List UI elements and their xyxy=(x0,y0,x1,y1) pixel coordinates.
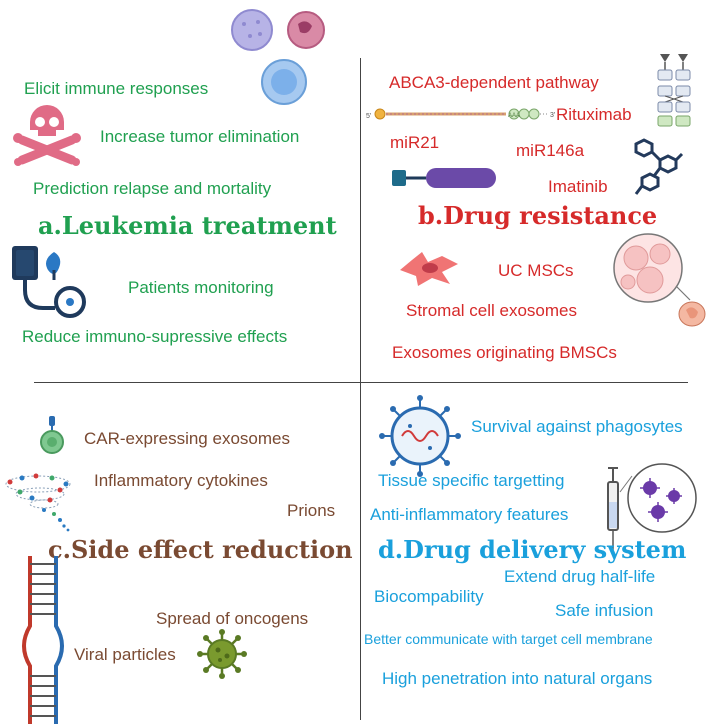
item-mir146a: miR146a xyxy=(516,141,585,160)
item-extend-half-life: Extend drug half-life xyxy=(504,567,656,586)
item-viral-particles: Viral particles xyxy=(74,645,176,664)
item-spread-oncogens: Spread of oncogens xyxy=(156,609,309,628)
item-high-penetration: High penetration into natural organs xyxy=(382,669,653,688)
skull-crossbones-icon xyxy=(13,105,81,166)
quadrant-b-title: b.Drug resistance xyxy=(418,201,658,230)
item-reduce-immuno: Reduce immuno-supressive effects xyxy=(22,327,288,346)
item-anti-inflammatory: Anti-inflammatory features xyxy=(370,505,569,524)
item-rituximab: Rituximab xyxy=(556,105,632,124)
item-prediction-relapse: Prediction relapse and mortality xyxy=(33,179,272,198)
quadrant-a-title: a.Leukemia treatment xyxy=(38,211,337,240)
mrna-strand-icon: 5' AAA 3' xyxy=(366,108,555,120)
quadrant-d-title: d.Drug delivery system xyxy=(378,535,687,564)
mrna-3-prime-label: 3' xyxy=(550,112,555,119)
item-inflammatory-cytokines: Inflammatory cytokines xyxy=(94,471,268,490)
item-better-communicate: Better communicate with target cell memb… xyxy=(364,631,653,647)
item-tissue-targetting: Tissue specific targetting xyxy=(378,471,565,490)
molecule-icon xyxy=(634,138,684,195)
item-stromal-exosomes: Stromal cell exosomes xyxy=(406,301,578,320)
car-exosome-icon xyxy=(40,416,64,454)
mrna-polya-label: AAA xyxy=(508,113,520,119)
immune-cells-icon xyxy=(231,9,325,105)
quadrant-c-title: c.Side effect reduction xyxy=(48,535,353,564)
item-survival-phagosytes: Survival against phagosytes xyxy=(471,417,683,436)
umbilical-cells-icon xyxy=(613,233,706,327)
horizontal-divider xyxy=(34,382,688,383)
item-biocompability: Biocompability xyxy=(374,587,484,606)
item-patients-monitoring: Patients monitoring xyxy=(128,278,274,297)
mrna-5-prime-label: 5' xyxy=(366,113,371,120)
item-car-exosomes: CAR-expressing exosomes xyxy=(84,429,290,448)
virus-icon xyxy=(197,629,247,679)
item-elicit-immune: Elicit immune responses xyxy=(24,79,209,98)
item-increase-tumor: Increase tumor elimination xyxy=(100,127,300,146)
item-uc-mscs: UC MSCs xyxy=(498,261,574,280)
stromal-cell-icon xyxy=(400,252,458,286)
vertical-divider xyxy=(360,58,361,720)
cytokine-swirl-icon xyxy=(5,473,71,532)
item-exosomes-bmscs: Exosomes originating BMSCs xyxy=(392,343,617,362)
syringe-virus-icon xyxy=(607,463,697,550)
pathway-diagram-icon xyxy=(657,54,691,127)
antibody-drug-icon xyxy=(392,168,496,188)
item-safe-infusion: Safe infusion xyxy=(555,601,654,620)
item-abca3: ABCA3-dependent pathway xyxy=(389,73,599,92)
item-imatinib: Imatinib xyxy=(548,177,608,196)
item-mir21: miR21 xyxy=(390,133,440,152)
blood-pressure-monitor-icon xyxy=(12,246,86,318)
item-prions: Prions xyxy=(287,501,336,520)
dna-hairpin-icon xyxy=(22,556,64,724)
exosome-vesicle-icon xyxy=(379,395,461,477)
